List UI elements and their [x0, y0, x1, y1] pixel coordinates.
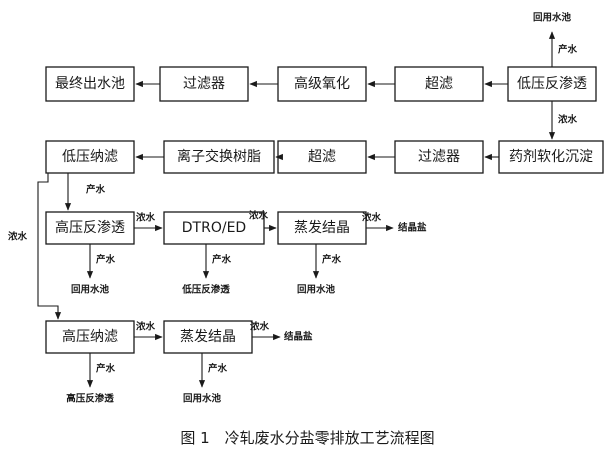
box-dtro-label: DTRO/ED — [182, 220, 246, 236]
label-product-hpnf: 产水 — [96, 363, 116, 375]
box-filter-mid-label: 过滤器 — [418, 149, 460, 165]
label-reuse-evap1: 回用水池 — [297, 284, 336, 296]
label-concentrate-hpnf: 浓水 — [136, 321, 156, 333]
box-evap-2: 蒸发结晶 — [163, 320, 253, 354]
label-salt-2: 结晶盐 — [283, 331, 313, 343]
label-product-hpro: 产水 — [96, 254, 116, 266]
box-evap-2-label: 蒸发结晶 — [180, 329, 236, 345]
box-uf-mid: 超滤 — [277, 140, 367, 174]
box-softening-label: 药剂软化沉淀 — [509, 149, 593, 165]
label-reuse-evap2: 回用水池 — [183, 393, 222, 405]
box-ion-exchange: 离子交换树脂 — [163, 140, 275, 174]
box-hp-ro-label: 高压反渗透 — [55, 219, 125, 236]
box-lp-nf-label: 低压纳滤 — [62, 149, 118, 165]
box-filter-top-label: 过滤器 — [183, 76, 225, 92]
label-reuse-hpro: 回用水池 — [71, 284, 110, 296]
label-product-lpnf: 产水 — [86, 184, 106, 196]
label-reuse-pool-top: 回用水池 — [533, 12, 572, 24]
box-lp-ro: 低压反渗透 — [507, 66, 597, 102]
label-salt-1: 结晶盐 — [397, 222, 427, 234]
box-lp-nf: 低压纳滤 — [45, 140, 135, 174]
box-evap-1: 蒸发结晶 — [277, 211, 367, 245]
label-to-hp-ro: 高压反渗透 — [66, 393, 114, 405]
label-concentrate-left: 浓水 — [8, 231, 28, 243]
box-uf-top: 超滤 — [394, 66, 484, 102]
label-concentrate-right: 浓水 — [558, 114, 578, 126]
label-product-evap1: 产水 — [322, 254, 342, 266]
box-lp-ro-label: 低压反渗透 — [517, 76, 587, 92]
box-hp-nf: 高压纳滤 — [45, 320, 135, 354]
box-ion-exchange-label: 离子交换树脂 — [177, 148, 261, 165]
box-advanced-oxidation-label: 高级氧化 — [294, 75, 350, 92]
label-product-evap2: 产水 — [208, 363, 228, 375]
box-filter-mid: 过滤器 — [394, 140, 484, 174]
figure-caption: 图 1 冷轧废水分盐零排放工艺流程图 — [180, 429, 435, 447]
box-dtro: DTRO/ED — [163, 211, 265, 245]
label-product-top: 产水 — [558, 44, 578, 56]
label-concentrate-evap1: 浓水 — [362, 212, 382, 224]
arrow-lpnf-concentrate-bypass — [37, 173, 62, 320]
box-filter-top: 过滤器 — [159, 66, 249, 102]
box-hp-nf-label: 高压纳滤 — [62, 328, 118, 345]
box-softening: 药剂软化沉淀 — [498, 140, 604, 174]
box-uf-top-label: 超滤 — [425, 76, 453, 92]
box-uf-mid-label: 超滤 — [308, 149, 336, 165]
label-concentrate-evap2: 浓水 — [250, 321, 270, 333]
label-concentrate-dtro: 浓水 — [249, 210, 269, 222]
label-product-dtro: 产水 — [212, 254, 232, 266]
box-advanced-oxidation: 高级氧化 — [277, 66, 367, 102]
label-to-lp-ro: 低压反渗透 — [181, 284, 230, 296]
box-final-pool-label: 最终出水池 — [55, 76, 125, 92]
box-hp-ro: 高压反渗透 — [45, 211, 135, 245]
label-concentrate-hpro: 浓水 — [136, 212, 156, 224]
box-evap-1-label: 蒸发结晶 — [294, 220, 350, 236]
box-final-pool: 最终出水池 — [45, 66, 135, 102]
